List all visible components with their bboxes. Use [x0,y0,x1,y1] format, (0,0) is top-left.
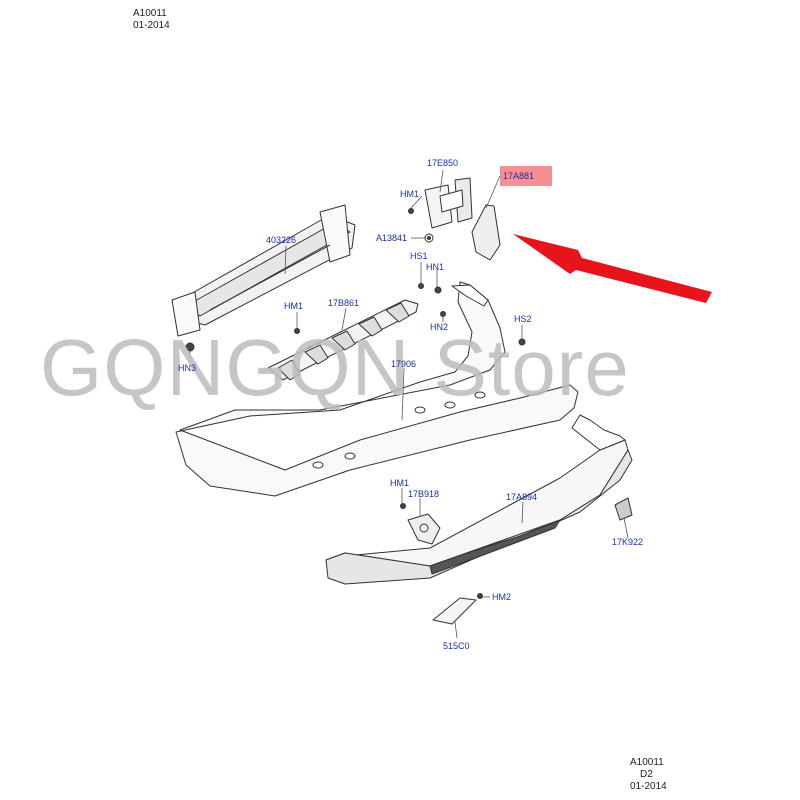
guide-17a881 [471,204,501,261]
absorber-17b861 [267,299,419,381]
label-403226: 403226 [266,235,297,245]
diagram-id-bottom: A10011 [630,757,664,768]
label-hm1-low: HM1 [390,478,410,488]
diagram-date: 01-2014 [133,20,170,31]
label-17b918: 17B918 [408,489,440,499]
label-hm1-top: HM1 [400,189,420,199]
label-hn2: HN2 [430,322,449,332]
label-17a881: 17A881 [503,171,535,181]
label-a13841: A13841 [376,233,408,243]
watermark: GQNGQN Store [40,323,630,412]
bracket-17e850 [424,177,473,229]
diagram-date-bottom: 01-2014 [630,781,667,792]
leader-lines [189,169,629,639]
label-hm2: HM2 [492,592,512,602]
fasteners [185,208,526,599]
label-hm1-mid: HM1 [284,301,304,311]
diagram-code-top: A10011 01-2014 [133,8,170,32]
label-hn1: HN1 [426,262,445,272]
label-17a894: 17A894 [506,492,538,502]
label-17906: 17906 [391,359,417,369]
diagram-code-bottom: A10011 D2 01-2014 [630,757,667,793]
diagram-id: A10011 [133,8,167,19]
bumper-cover-17906 [175,281,579,497]
label-hs1: HS1 [410,251,428,261]
clip-17k922 [614,497,633,521]
label-17e850: 17E850 [427,158,459,168]
diagram-sheet: D2 [640,769,653,780]
label-hn3: HN3 [178,363,197,373]
callout-arrow [513,234,712,303]
label-hs2: HS2 [514,314,532,324]
bracket-17b918 [407,513,441,545]
valance-17a894 [325,414,633,585]
reinforcement-beam [171,204,356,337]
label-515c0: 515C0 [443,641,470,651]
highlight-box [500,166,552,186]
label-17b861: 17B861 [328,298,360,308]
label-17k922: 17K922 [612,537,644,547]
trim-515c0 [432,597,477,625]
